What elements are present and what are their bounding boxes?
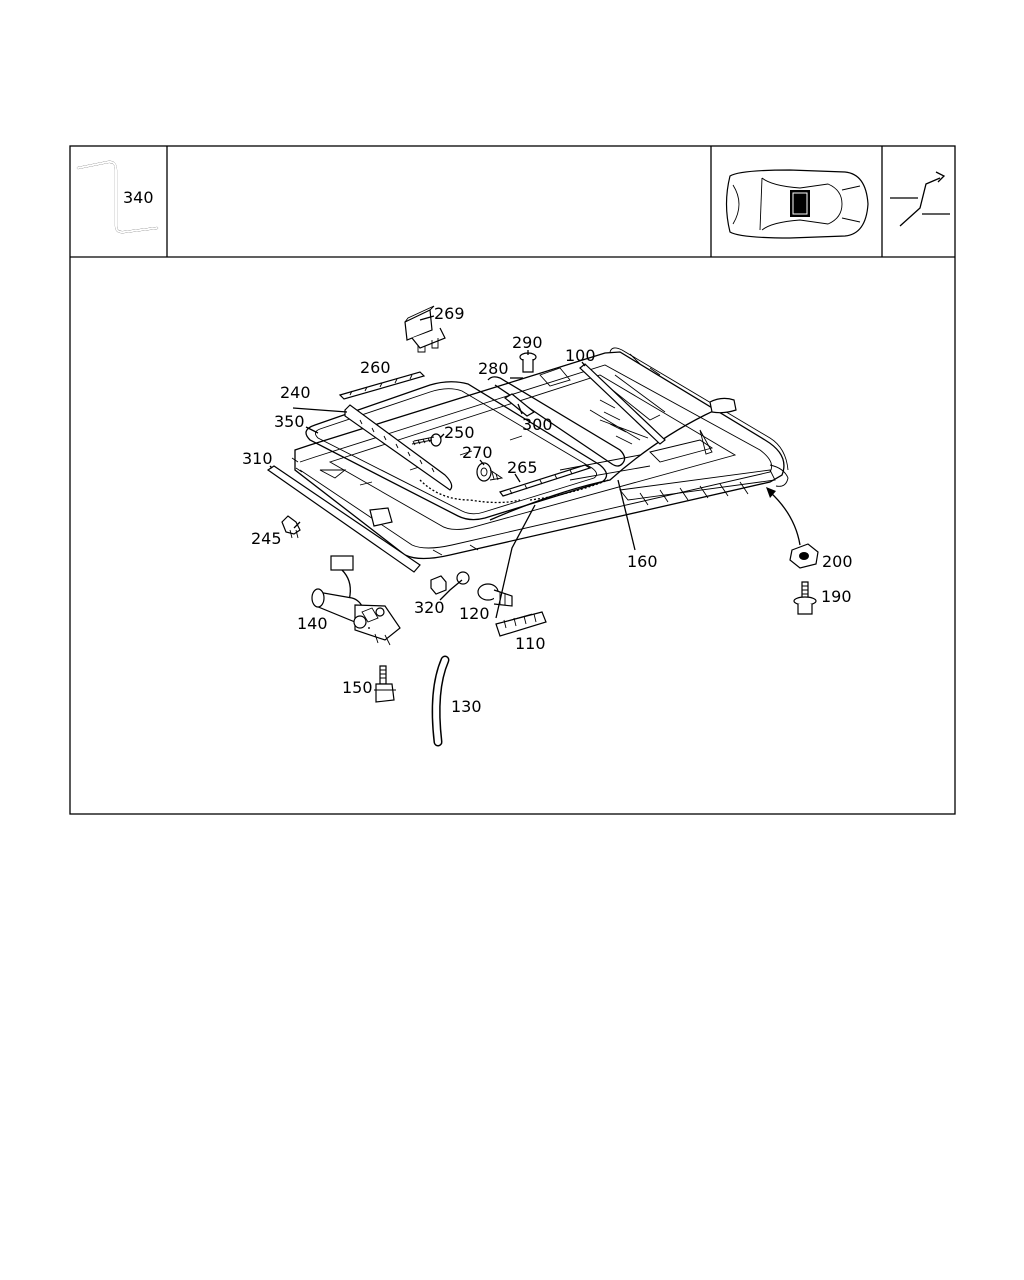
motor-140	[311, 555, 401, 646]
callout-300: 300	[522, 415, 553, 434]
guide-rail-265	[499, 464, 592, 497]
callout-160: 160	[627, 552, 658, 571]
sunroof-location-marker	[790, 190, 810, 217]
coil-cable	[419, 479, 609, 504]
callout-100: 100	[565, 346, 596, 365]
strip-100	[539, 363, 666, 445]
guide-strip-310	[266, 457, 421, 573]
callout-130: 130	[451, 697, 482, 716]
callout-labels: 340 269 260 290 100 280 240 300 350 250 …	[123, 188, 853, 716]
crank-handle-inset	[76, 160, 159, 234]
clip-nut-200	[789, 543, 819, 569]
callout-320: 320	[414, 598, 445, 617]
switch-block-110	[495, 611, 547, 637]
callout-240: 240	[280, 383, 311, 402]
block-320	[430, 571, 470, 595]
callout-310: 310	[242, 449, 273, 468]
sunroof-seal-350	[305, 381, 608, 521]
callout-265: 265	[507, 458, 538, 477]
callout-270: 270	[462, 443, 493, 462]
callout-200: 200	[822, 552, 853, 571]
mount-arrow	[766, 487, 801, 546]
callout-245: 245	[251, 529, 282, 548]
diagram-frame	[69, 145, 956, 815]
pin-290	[519, 352, 537, 373]
callout-110: 110	[515, 634, 546, 653]
screw-270	[476, 462, 504, 482]
grommet-120	[477, 583, 513, 607]
leader-lines	[269, 315, 636, 629]
seal-strip-240	[344, 404, 453, 491]
callout-290: 290	[512, 333, 543, 352]
drain-hose-130	[431, 655, 450, 747]
callout-350: 350	[274, 412, 305, 431]
callout-190: 190	[821, 587, 852, 606]
callout-340: 340	[123, 188, 154, 207]
callout-260: 260	[360, 358, 391, 377]
callout-140: 140	[297, 614, 328, 633]
seal-280	[487, 376, 626, 467]
bolt-150	[374, 665, 396, 703]
clip-245	[281, 515, 301, 539]
car-top-view-icon	[725, 169, 869, 239]
sliding-roof-symbol-icon	[890, 171, 950, 227]
callout-120: 120	[459, 604, 490, 623]
callout-269: 269	[434, 304, 465, 323]
bracket-269	[404, 305, 446, 353]
callout-150: 150	[342, 678, 373, 697]
sunroof-frame-assembly	[294, 347, 789, 560]
guide-rail-260	[338, 371, 426, 400]
callout-280: 280	[478, 359, 509, 378]
screw-250	[411, 433, 442, 447]
callout-250: 250	[444, 423, 475, 442]
pad-300	[503, 393, 536, 417]
bolt-190	[793, 581, 817, 615]
